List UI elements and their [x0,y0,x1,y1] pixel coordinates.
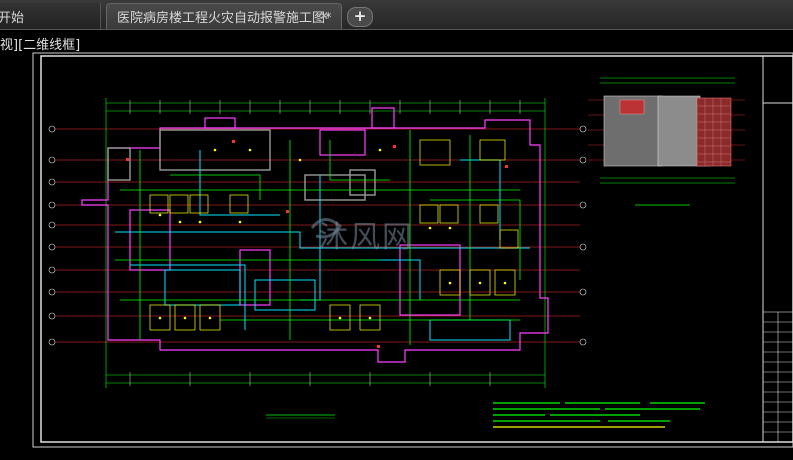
watermark-text: 沐风网 [318,220,414,255]
tab-document-label: 医院病房楼工程火灾自动报警施工图* [117,11,332,26]
key-plan-inset [588,77,745,206]
device-rooms [149,139,519,331]
dimension-lines [105,98,546,388]
viewport-controls-label[interactable]: 视][二维线框] [0,38,81,53]
sheet-border [32,52,793,448]
building-walls [81,107,549,363]
corridor-lines [115,150,530,341]
drawing-frame [40,55,793,443]
close-icon[interactable]: ✕ [318,9,330,23]
detector-symbols [158,148,507,320]
title-block [762,311,793,443]
plan-title-mark [266,414,335,419]
alarm-wiring [115,130,521,345]
tab-bar: 开始 医院病房楼工程火灾自动报警施工图* ✕ + [0,0,793,30]
tab-start-label: 开始 [0,10,25,26]
tab-document[interactable]: 医院病房楼工程火灾自动报警施工图* ✕ [106,3,342,29]
plus-icon[interactable]: + [347,7,373,27]
red-devices [126,140,508,348]
watermark-logo [310,218,342,239]
tab-start[interactable]: 开始 [0,3,101,29]
key-plan-hatch [696,97,732,167]
column-ticks [129,100,521,386]
shaded-rooms [107,129,376,201]
design-notes [493,402,705,428]
axis-bubbles [48,125,587,346]
